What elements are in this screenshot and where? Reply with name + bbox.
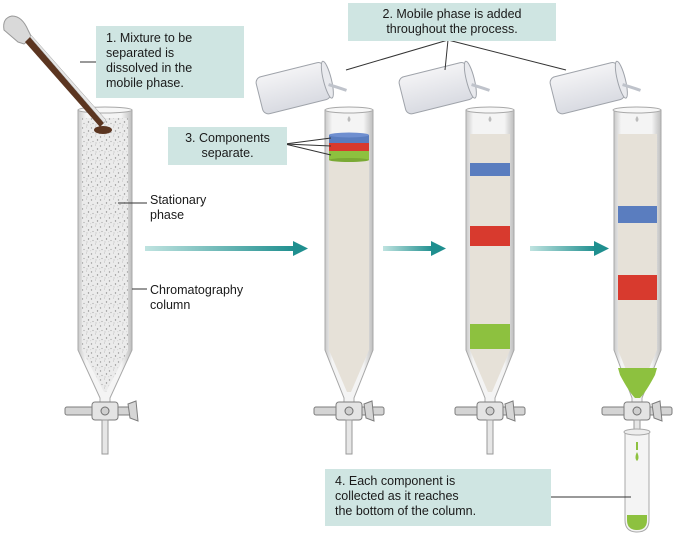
stopcock-1 bbox=[64, 400, 139, 455]
step-2-line-1: 2. Mobile phase is added bbox=[382, 7, 522, 21]
stationary-phase-label: Stationary phase bbox=[150, 193, 206, 223]
stationary-phase-line-2: phase bbox=[150, 208, 185, 222]
red-band bbox=[470, 226, 510, 246]
arrow-3 bbox=[530, 241, 609, 256]
column-4 bbox=[612, 106, 662, 411]
chromatography-column-line-2: column bbox=[150, 298, 191, 312]
callout-3-connectors bbox=[284, 137, 332, 156]
beaker-3 bbox=[549, 60, 642, 115]
green-band bbox=[618, 368, 657, 398]
beaker-2 bbox=[398, 60, 491, 115]
step-1-callout: 1. Mixture to be separated is dissolved … bbox=[96, 26, 244, 98]
step-4-callout: 4. Each component is collected as it rea… bbox=[325, 469, 551, 526]
chromatography-column-label: Chromatography column bbox=[150, 283, 243, 313]
beaker-1 bbox=[255, 60, 348, 115]
step-3-line-1: 3. Components bbox=[185, 131, 270, 145]
step-4-line-1: 4. Each component is bbox=[335, 474, 456, 488]
step-4-line-2: collected as it reaches bbox=[335, 489, 459, 503]
step-1-line-4: mobile phase. bbox=[106, 76, 184, 90]
column-1 bbox=[77, 106, 133, 411]
step-1-line-1: 1. Mixture to be bbox=[106, 31, 193, 45]
step-1-line-2: separated is bbox=[106, 46, 175, 60]
step-3-callout: 3. Components separate. bbox=[168, 127, 287, 165]
column-3 bbox=[465, 106, 515, 411]
arrow-1 bbox=[145, 241, 308, 256]
red-band bbox=[618, 275, 657, 300]
step-2-callout: 2. Mobile phase is added throughout the … bbox=[348, 3, 556, 41]
step-3-line-2: separate. bbox=[201, 146, 254, 160]
stopcock-3 bbox=[454, 400, 526, 455]
step-2-line-2: throughout the process. bbox=[386, 22, 518, 36]
green-band bbox=[470, 324, 510, 349]
step-1-line-3: dissolved in the bbox=[106, 61, 193, 75]
test-tube bbox=[623, 428, 651, 533]
arrow-2 bbox=[383, 241, 446, 256]
pipette bbox=[3, 15, 112, 134]
stopcock-2 bbox=[313, 400, 385, 455]
blue-band bbox=[618, 206, 657, 223]
step-4-line-3: the bottom of the column. bbox=[335, 504, 477, 518]
blue-band bbox=[470, 163, 510, 176]
callout-2-connectors bbox=[345, 39, 567, 71]
chromatography-column-line-1: Chromatography bbox=[150, 283, 244, 297]
stationary-phase-line-1: Stationary bbox=[150, 193, 207, 207]
band-stack bbox=[329, 132, 369, 162]
column-2 bbox=[324, 106, 374, 411]
